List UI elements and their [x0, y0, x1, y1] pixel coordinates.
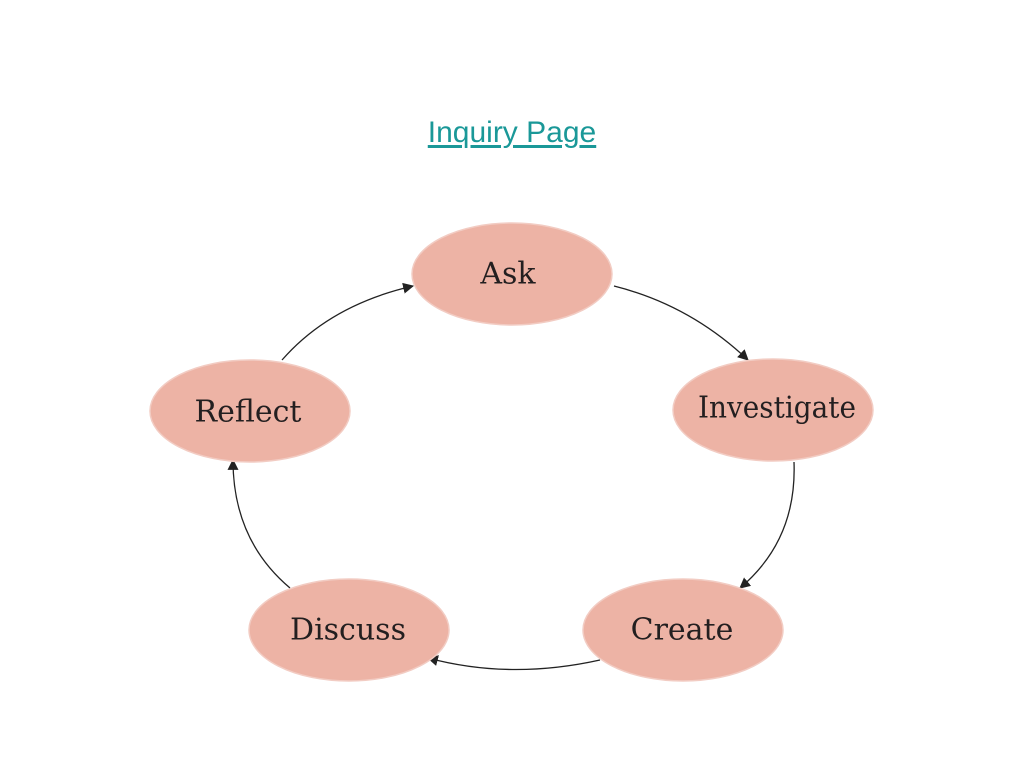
node-reflect-label: Reflect	[195, 395, 302, 430]
inquiry-page-link[interactable]: Inquiry Page	[427, 116, 597, 149]
node-create-label: Create	[631, 613, 734, 648]
node-ask: Ask	[411, 222, 613, 326]
node-discuss-label: Discuss	[290, 613, 406, 648]
node-investigate-shape	[672, 358, 874, 462]
node-ask-shape	[411, 222, 613, 326]
node-create: Create	[582, 578, 784, 682]
arrow-ask-to-investigate	[613, 285, 749, 361]
node-investigate-label: Investigate	[698, 391, 856, 426]
node-discuss-shape	[248, 578, 450, 682]
node-investigate: Investigate	[672, 358, 874, 462]
node-ask-label: Ask	[479, 257, 536, 292]
node-reflect-shape	[149, 359, 351, 463]
arrow-investigate-to-create	[739, 461, 795, 589]
arrow-discuss-to-reflect	[227, 458, 291, 589]
node-create-shape	[582, 578, 784, 682]
node-reflect: Reflect	[149, 359, 351, 463]
arrow-reflect-to-ask	[281, 282, 415, 361]
node-discuss: Discuss	[248, 578, 450, 682]
arrow-create-to-discuss	[426, 655, 601, 671]
